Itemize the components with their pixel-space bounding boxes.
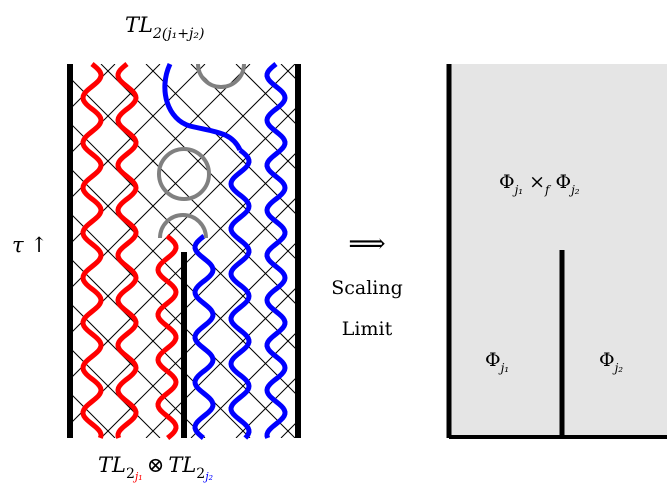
blue-strand-1 [192, 234, 216, 440]
grid-line [70, 193, 300, 425]
grid-line [190, 328, 300, 438]
scaling-text: Scaling [331, 277, 403, 299]
grid-line [145, 64, 300, 219]
red-strand-2 [115, 62, 139, 439]
grid-line [70, 64, 296, 290]
grid-line [70, 103, 300, 335]
continuum-region [449, 64, 667, 438]
grid-line [145, 283, 300, 438]
red-strand-3 [155, 234, 179, 440]
gray-loops [157, 63, 246, 239]
grid-line [70, 302, 206, 438]
time-label: τ ↑ [12, 233, 48, 257]
grid-line [70, 64, 206, 200]
limit-text: Limit [342, 318, 393, 340]
phi-j1-label: Φj₁ [485, 349, 509, 375]
phi-j2-label: Φj₂ [599, 349, 623, 375]
loop-strands [80, 62, 288, 440]
grid-line [70, 167, 300, 399]
grid-line [100, 238, 300, 438]
grid-line [190, 64, 300, 174]
blue-strand-3 [264, 62, 288, 439]
lattice-panel [67, 62, 301, 440]
gray-loop-top [196, 63, 246, 89]
grid-line [70, 347, 161, 438]
blue-strand-2 [228, 148, 252, 440]
red-strand-1 [80, 62, 104, 439]
gray-loop-middle [157, 147, 211, 201]
bottom-label: TL2j₁⊗TL2j₂ [98, 453, 213, 483]
grid-line [70, 257, 251, 438]
gray-loop-cap [158, 213, 208, 239]
implies-arrow: ⟹ [348, 229, 385, 259]
top-label: TL2(j₁+j₂) [125, 13, 204, 42]
blue-strand-bend [162, 62, 243, 152]
scaling-limit-arrow: ⟹ Scaling Limit [331, 229, 403, 340]
